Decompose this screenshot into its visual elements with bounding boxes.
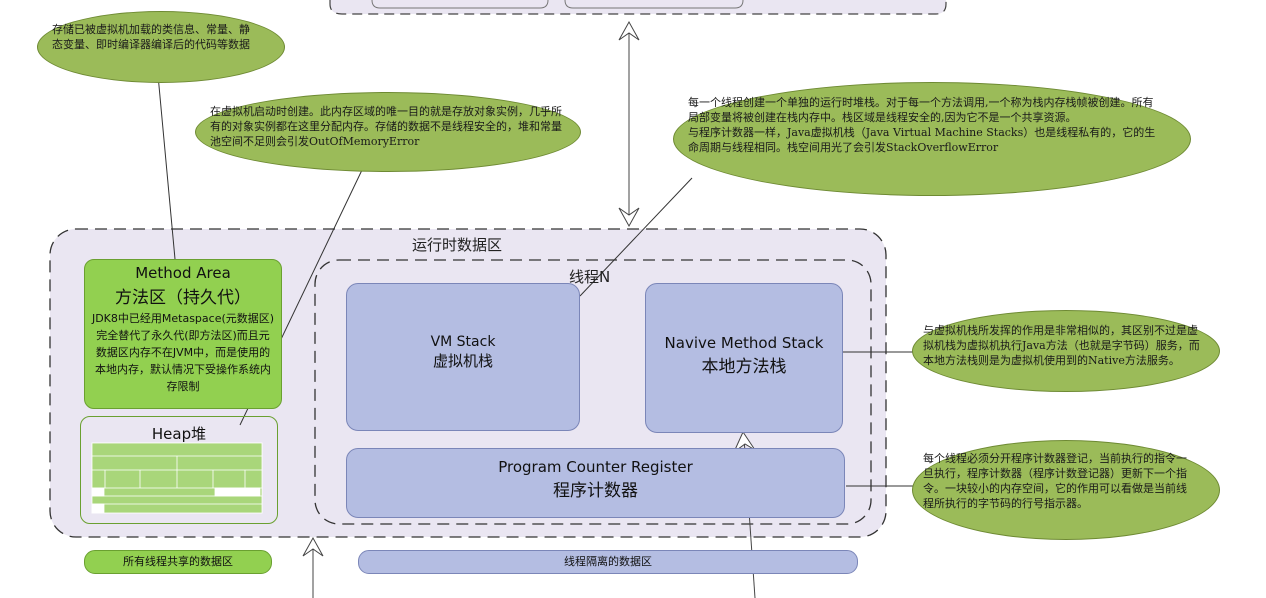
heap-note-text: 在虚拟机启动时创建。此内存区域的唯一目的就是存放对象实例，几乎所有的对象实例都在…	[210, 105, 562, 148]
method-area-title-zh: 方法区（持久代）	[115, 288, 251, 308]
vm-stack-title-en: VM Stack	[430, 334, 496, 350]
native-stack-title-en: Navive Method Stack	[664, 334, 824, 352]
native-stack-title-zh: 本地方法栈	[701, 357, 787, 377]
method-area-note-text: 存储已被虚拟机加载的类信息、常量、静态变量、即时编译器编译后的代码等数据	[52, 23, 250, 51]
native-stack-box: Navive Method Stack 本地方法栈	[645, 283, 843, 433]
pc-register-title-zh: 程序计数器	[553, 481, 638, 501]
method-area-box: Method Area 方法区（持久代） JDK8中已经用Metaspace(元…	[84, 259, 282, 409]
thread-area-label: 线程N	[569, 268, 611, 286]
top-region-border	[329, 0, 947, 15]
pc-register-box: Program Counter Register 程序计数器	[346, 448, 845, 518]
legend-isolated: 线程隔离的数据区	[358, 550, 858, 574]
legend-shared: 所有线程共享的数据区	[84, 550, 272, 574]
double-arrow-top	[618, 20, 640, 228]
up-arrow-left	[302, 536, 324, 598]
pc-register-note-text: 每个线程必须分开程序计数器登记，当前执行的指令一旦执行，程序计数器（程序计数登记…	[923, 452, 1187, 510]
heap-box: Heap堆	[80, 416, 278, 524]
native-stack-note-text: 与虚拟机栈所发挥的作用是非常相似的，其区别不过是虚拟机栈为虚拟机执行Java方法…	[923, 324, 1200, 367]
vm-stack-note: 每一个线程创建一个单独的运行时堆栈。对于每一个方法调用,一个称为栈内存栈帧被创建…	[673, 82, 1191, 196]
vm-stack-title-zh: 虚拟机栈	[432, 352, 493, 370]
runtime-area-label: 运行时数据区	[412, 236, 503, 254]
pc-register-note: 每个线程必须分开程序计数器登记，当前执行的指令一旦执行，程序计数器（程序计数登记…	[912, 440, 1220, 540]
top-inner-shape-1	[371, 0, 549, 9]
native-stack-note: 与虚拟机栈所发挥的作用是非常相似的，其区别不过是虚拟机栈为虚拟机执行Java方法…	[912, 310, 1220, 392]
top-inner-shape-2	[564, 0, 744, 9]
pc-register-title-en: Program Counter Register	[498, 458, 693, 476]
method-area-desc: JDK8中已经用Metaspace(元数据区)完全替代了永久代(即方法区)而且元…	[91, 312, 275, 393]
heap-note: 在虚拟机启动时创建。此内存区域的唯一目的就是存放对象实例，几乎所有的对象实例都在…	[195, 92, 581, 172]
method-area-title-en: Method Area	[135, 264, 231, 282]
heap-title: Heap堆	[151, 425, 207, 443]
vm-stack-box: VM Stack 虚拟机栈	[346, 283, 580, 431]
vm-stack-note-text-2: 与程序计数器一样，Java虚拟机栈（Java Virtual Machine S…	[688, 126, 1156, 154]
method-area-note: 存储已被虚拟机加载的类信息、常量、静态变量、即时编译器编译后的代码等数据	[37, 11, 285, 83]
vm-stack-note-text-1: 每一个线程创建一个单独的运行时堆栈。对于每一个方法调用,一个称为栈内存栈帧被创建…	[688, 96, 1154, 124]
